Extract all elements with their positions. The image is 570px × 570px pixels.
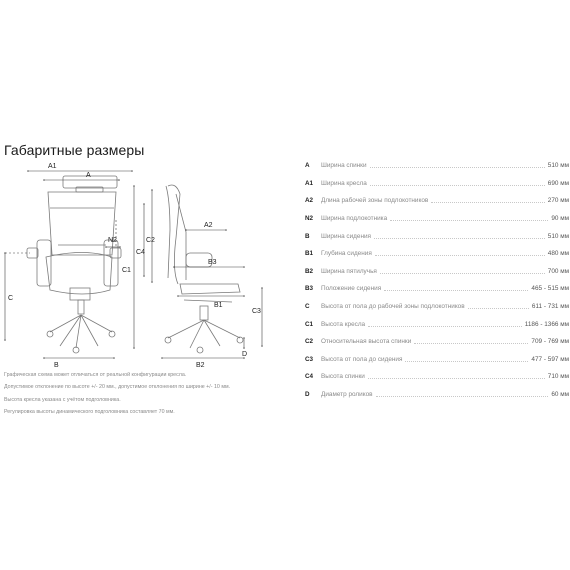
spec-value: 510 мм bbox=[547, 232, 569, 240]
spec-value: 510 мм bbox=[547, 162, 569, 170]
spec-row: B Ширина сидения 510 мм bbox=[305, 227, 569, 245]
spec-value: 1186 - 1366 мм bbox=[524, 320, 569, 328]
spec-value: 477 - 597 мм bbox=[531, 355, 569, 363]
spec-code: C3 bbox=[305, 355, 314, 363]
spec-code: C2 bbox=[305, 338, 314, 346]
spec-row: A1 Ширина кресла 690 мм bbox=[305, 175, 569, 193]
front-view-chair bbox=[26, 175, 122, 354]
label-B3: B3 bbox=[208, 259, 217, 266]
spec-code: C1 bbox=[305, 320, 314, 328]
note-item: Высота кресла указана с учётом подголовн… bbox=[4, 396, 121, 403]
spec-value: 480 мм bbox=[547, 250, 569, 258]
spec-name: Высота кресла bbox=[321, 320, 366, 328]
leader-dots bbox=[467, 308, 529, 310]
leader-dots bbox=[375, 396, 549, 398]
leader-dots bbox=[379, 272, 545, 274]
label-C1: C1 bbox=[122, 267, 131, 274]
spec-name: Диаметр роликов bbox=[321, 391, 373, 399]
spec-code: B3 bbox=[305, 285, 314, 293]
label-C: C bbox=[8, 295, 13, 302]
spec-value: 270 мм bbox=[547, 197, 569, 205]
specs-table: A Ширина спинки 510 мм A1 Ширина кресла 690 … bbox=[305, 157, 569, 403]
label-B2: B2 bbox=[196, 362, 205, 369]
spec-row: A Ширина спинки 510 мм bbox=[305, 157, 569, 175]
leader-dots bbox=[384, 290, 529, 292]
leader-dots bbox=[390, 220, 549, 222]
page-title: Габаритные размеры bbox=[4, 142, 145, 158]
spec-name: Ширина спинки bbox=[321, 162, 367, 170]
spec-name: Высота от пола до рабочей зоны подлокотн… bbox=[321, 303, 465, 311]
label-B: B bbox=[54, 362, 59, 369]
leader-dots bbox=[374, 255, 545, 257]
spec-value: 690 мм bbox=[547, 179, 569, 187]
leader-dots bbox=[368, 325, 522, 327]
spec-name: Ширина подлокотника bbox=[321, 215, 388, 223]
note-item: Графическая схема может отличаться от ре… bbox=[4, 372, 187, 378]
spec-code: B2 bbox=[305, 267, 314, 275]
label-A2: A2 bbox=[204, 222, 213, 229]
label-C3: C3 bbox=[252, 308, 261, 315]
label-N2: N2 bbox=[108, 237, 117, 244]
spec-code: A2 bbox=[305, 197, 314, 205]
spec-name: Ширина пятилучья bbox=[321, 267, 377, 275]
spec-row: D Диаметр роликов 60 мм bbox=[305, 386, 569, 404]
spec-name: Положение сидения bbox=[321, 285, 382, 293]
spec-name: Относительная высота спинки bbox=[321, 338, 412, 346]
spec-value: 611 - 731 мм bbox=[531, 303, 569, 311]
spec-name: Ширина сидения bbox=[321, 232, 372, 240]
leader-dots bbox=[374, 237, 545, 239]
spec-value: 90 мм bbox=[551, 215, 569, 223]
spec-row: B3 Положение сидения 465 - 515 мм bbox=[305, 280, 569, 298]
spec-row: C4 Высота спинки 710 мм bbox=[305, 368, 569, 386]
dimension-lines bbox=[4, 170, 263, 359]
spec-row: N2 Ширина подлокотника 90 мм bbox=[305, 210, 569, 228]
spec-code: C bbox=[305, 303, 310, 311]
spec-row: C1 Высота кресла 1186 - 1366 мм bbox=[305, 315, 569, 333]
spec-row: A2 Длина рабочей зоны подлокотников 270 мм bbox=[305, 192, 569, 210]
spec-value: 465 - 515 мм bbox=[531, 285, 569, 293]
side-view-chair bbox=[164, 184, 244, 354]
spec-code: D bbox=[305, 391, 310, 399]
label-D: D bbox=[242, 351, 247, 358]
leader-dots bbox=[369, 167, 545, 169]
label-C4: C4 bbox=[136, 249, 145, 256]
chair-dimension-diagram: A1 A N2 B C C1 C4 C2 A2 B3 B1 C3 D B2 bbox=[4, 163, 263, 369]
spec-code: B1 bbox=[305, 250, 314, 258]
leader-dots bbox=[431, 202, 545, 204]
spec-name: Глубина сидения bbox=[321, 250, 372, 258]
note-item: Регулировка высоты динамического подголо… bbox=[4, 409, 175, 416]
spec-code: A bbox=[305, 162, 310, 170]
dimension-labels: A1 A N2 B C C1 C4 C2 A2 B3 B1 C3 D B2 bbox=[8, 163, 261, 369]
label-C2: C2 bbox=[146, 237, 155, 244]
spec-name: Высота от пола до сидения bbox=[321, 355, 403, 363]
label-B1: B1 bbox=[214, 302, 223, 309]
leader-dots bbox=[414, 343, 529, 345]
leader-dots bbox=[369, 184, 545, 186]
spec-code: N2 bbox=[305, 215, 314, 223]
spec-code: C4 bbox=[305, 373, 314, 381]
spec-name: Высота спинки bbox=[321, 373, 365, 381]
spec-code: A1 bbox=[305, 179, 314, 187]
leader-dots bbox=[367, 378, 545, 380]
spec-name: Ширина кресла bbox=[321, 179, 367, 187]
spec-row: B1 Глубина сидения 480 мм bbox=[305, 245, 569, 263]
spec-code: B bbox=[305, 232, 310, 240]
label-A: A bbox=[86, 172, 91, 179]
spec-row: C2 Относительная высота спинки 709 - 769 м… bbox=[305, 333, 569, 351]
spec-value: 700 мм bbox=[547, 267, 569, 275]
spec-row: B2 Ширина пятилучья 700 мм bbox=[305, 263, 569, 281]
label-A1: A1 bbox=[48, 163, 57, 170]
leader-dots bbox=[405, 360, 529, 362]
note-item: Допустимое отклонение по высоте +/- 20 м… bbox=[4, 384, 231, 391]
spec-value: 60 мм bbox=[551, 391, 569, 399]
spec-row: C3 Высота от пола до сидения 477 - 597 мм bbox=[305, 351, 569, 369]
spec-row: C Высота от пола до рабочей зоны подлокот… bbox=[305, 298, 569, 316]
spec-value: 710 мм bbox=[547, 373, 569, 381]
spec-name: Длина рабочей зоны подлокотников bbox=[321, 197, 429, 205]
spec-value: 709 - 769 мм bbox=[531, 338, 569, 346]
notes: Графическая схема может отличаться от ре… bbox=[4, 371, 254, 421]
